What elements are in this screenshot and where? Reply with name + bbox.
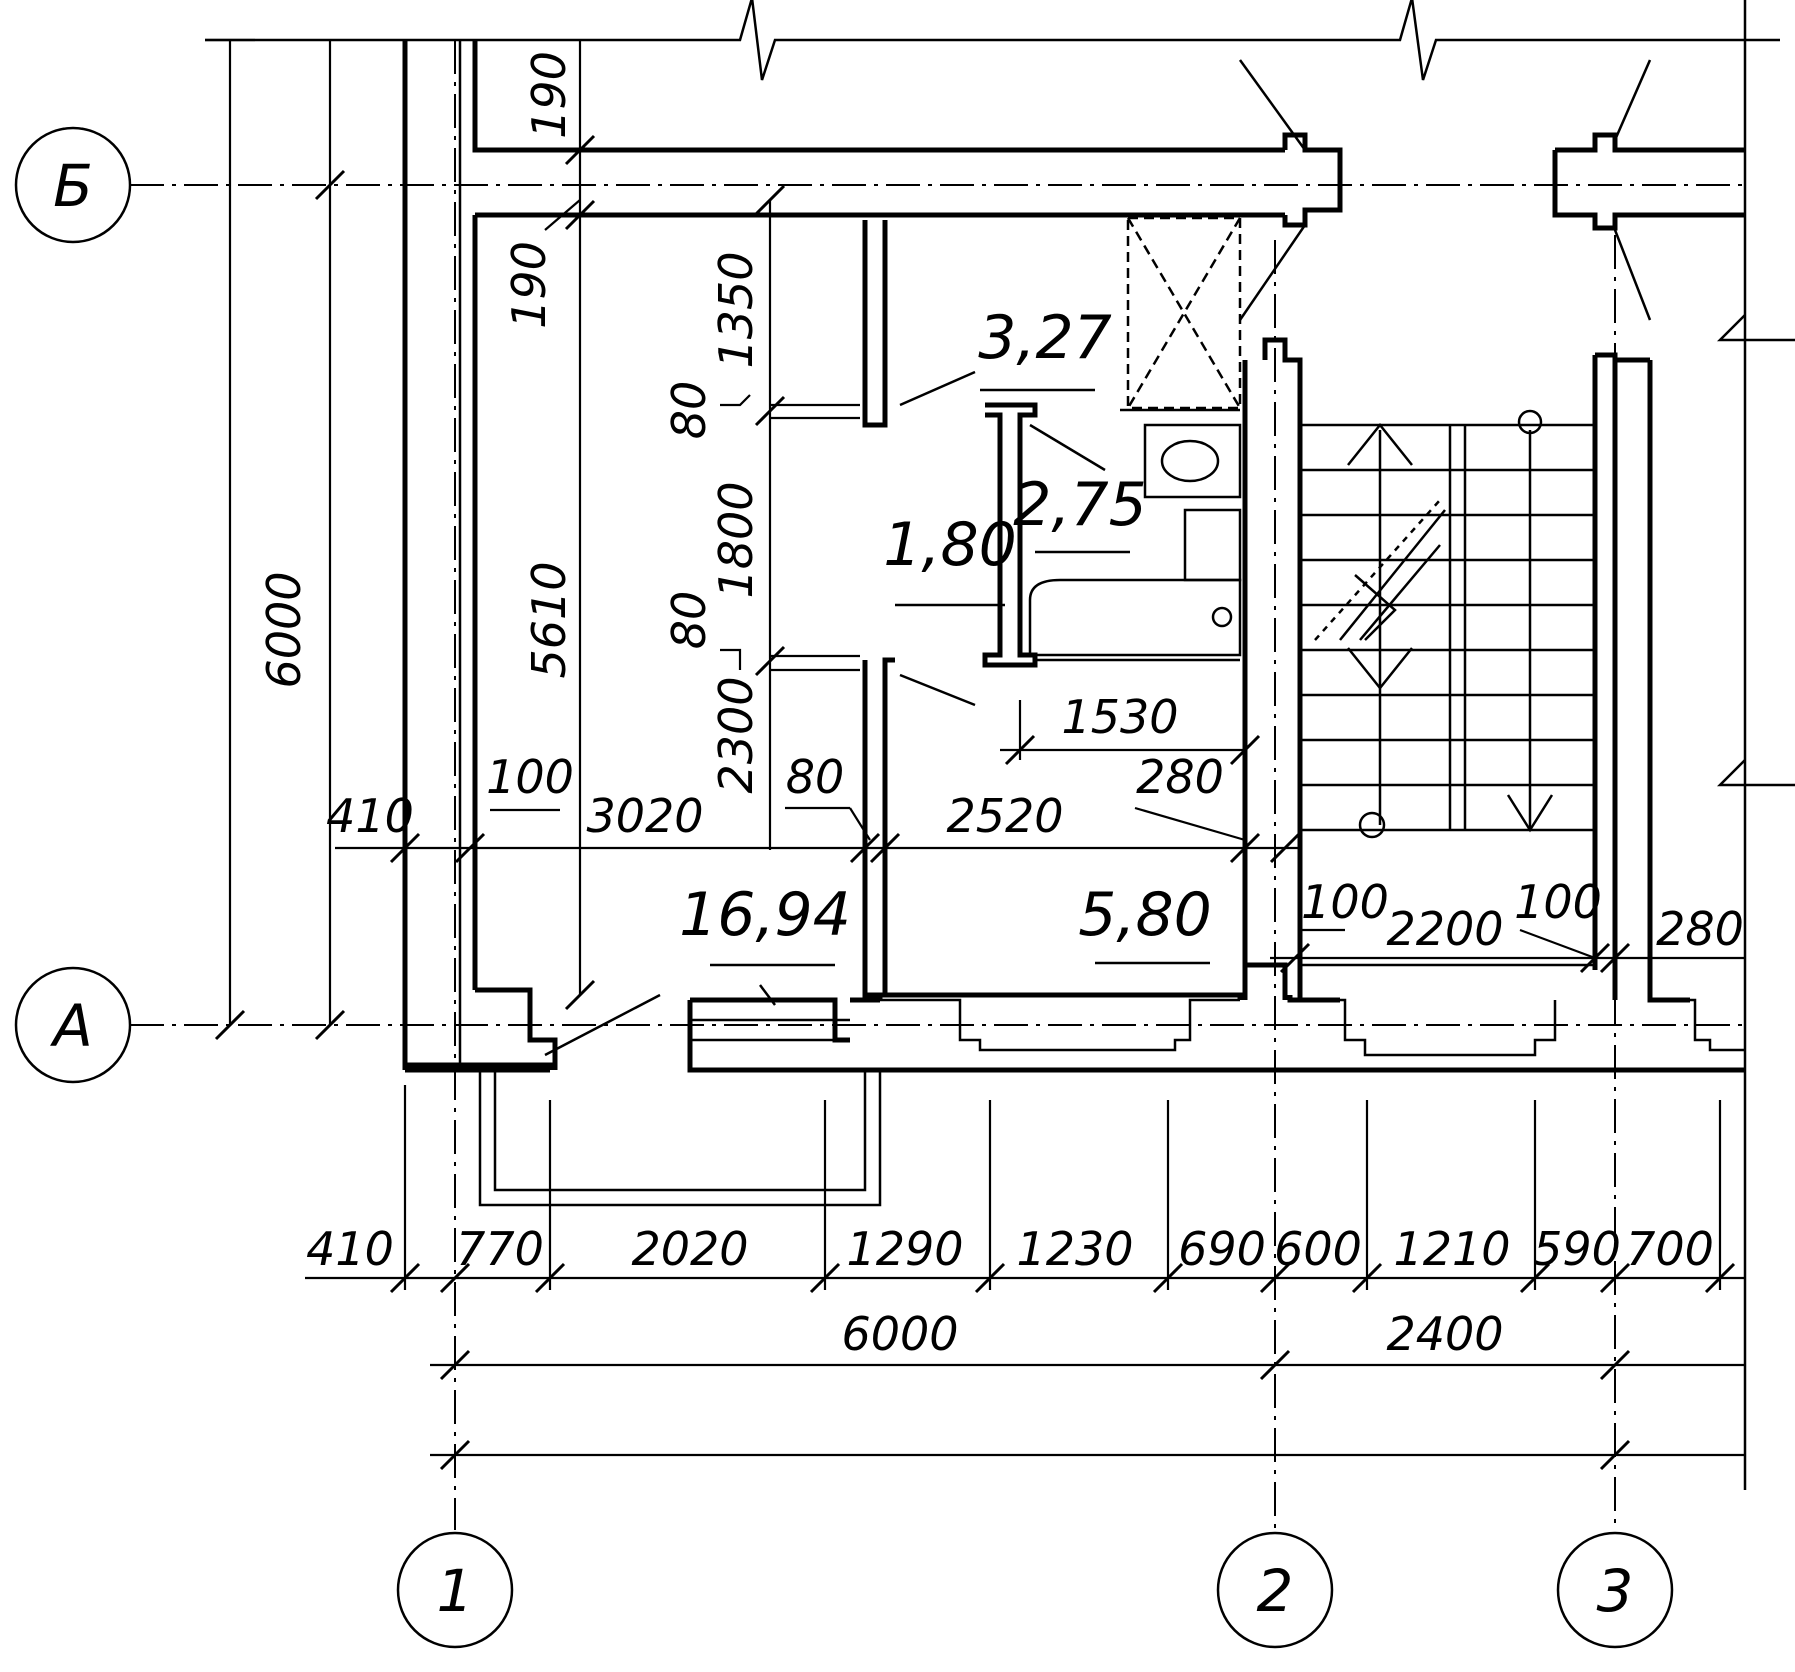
axis-label-a: А: [49, 992, 93, 1060]
axis-bubble-1: 1: [396, 1531, 514, 1649]
dim-stair-100-right: 100: [1514, 875, 1602, 929]
dim-stair-2200: 2200: [1386, 902, 1503, 956]
drain-icon: [1211, 606, 1233, 628]
dim-span-2400: 2400: [1386, 1307, 1503, 1361]
area-bathroom: 2,75: [1013, 470, 1147, 540]
dim-left-overall: 6000: [257, 571, 311, 688]
ventilation-shaft: [1126, 216, 1242, 410]
dim-bath-1530: 1530: [1061, 690, 1178, 744]
dim-bottom-1210: 1210: [1393, 1222, 1510, 1276]
dim-row-410: 410: [326, 789, 414, 843]
dim-hall-1800: 1800: [709, 481, 763, 598]
dim-stair-100-left: 100: [1301, 875, 1389, 929]
dim-bottom-600: 600: [1274, 1222, 1362, 1276]
dim-bottom-700: 700: [1626, 1222, 1714, 1276]
dim-row-2520: 2520: [946, 789, 1063, 843]
area-hall: 1,80: [883, 510, 1017, 580]
dim-bottom-1290: 1290: [846, 1222, 963, 1276]
staircase: [1300, 409, 1595, 839]
dim-row-3020: 3020: [586, 789, 703, 843]
bottom-dimension-chains: [305, 1085, 1745, 1471]
axis-label-1: 1: [437, 1557, 474, 1625]
area-living-room: 16,94: [679, 880, 851, 950]
stair-dimension-chain: [1270, 928, 1745, 974]
exterior-walls: [402, 40, 1745, 1073]
axis-label-3: 3: [1597, 1557, 1634, 1625]
dim-bottom-770: 770: [456, 1222, 544, 1276]
axis-label-2: 2: [1257, 1557, 1294, 1625]
top-break-lines: [205, 0, 1795, 1490]
dim-row-100: 100: [486, 750, 574, 804]
dim-bottom-690: 690: [1178, 1222, 1266, 1276]
axis-bubble-2: 2: [1216, 1531, 1334, 1649]
dim-bottom-590: 590: [1533, 1222, 1621, 1276]
bathroom-fixtures: [1028, 423, 1242, 657]
grid-axis-lines: [130, 40, 1745, 1530]
dim-bottom-1230: 1230: [1016, 1222, 1133, 1276]
dim-hall-2300: 2300: [709, 676, 763, 793]
left-dimension-chains: [205, 38, 860, 1041]
axis-label-b: Б: [53, 152, 93, 220]
dim-bottom-410: 410: [306, 1222, 394, 1276]
dim-left-wall-bottom: 190: [502, 241, 556, 329]
dim-left-wall-top: 190: [522, 51, 576, 139]
area-labels: 16,94 5,80 1,80 3,27 2,75: [679, 303, 1212, 1006]
balcony: [478, 993, 882, 1207]
axis-bubble-a: А: [14, 966, 132, 1084]
interior-dimension-chain: [335, 700, 1301, 864]
dim-span-6000: 6000: [841, 1307, 958, 1361]
toilet-icon: [1160, 439, 1220, 483]
axis-bubble-3: 3: [1556, 1531, 1674, 1649]
area-kitchen: 5,80: [1078, 880, 1212, 950]
dim-stair-280: 280: [1656, 902, 1744, 956]
dim-bottom-2020: 2020: [631, 1222, 748, 1276]
dim-hall-1350: 1350: [709, 251, 763, 368]
bathtub-icon: [1028, 578, 1242, 657]
dim-hall-80-top: 80: [662, 381, 716, 440]
area-closet: 3,27: [978, 303, 1112, 373]
dim-row-80: 80: [786, 750, 845, 804]
dim-left-inner: 5610: [522, 561, 576, 678]
dim-row-280: 280: [1136, 750, 1224, 804]
dim-hall-80-bottom: 80: [662, 591, 716, 650]
axis-bubble-b: Б: [14, 126, 132, 244]
